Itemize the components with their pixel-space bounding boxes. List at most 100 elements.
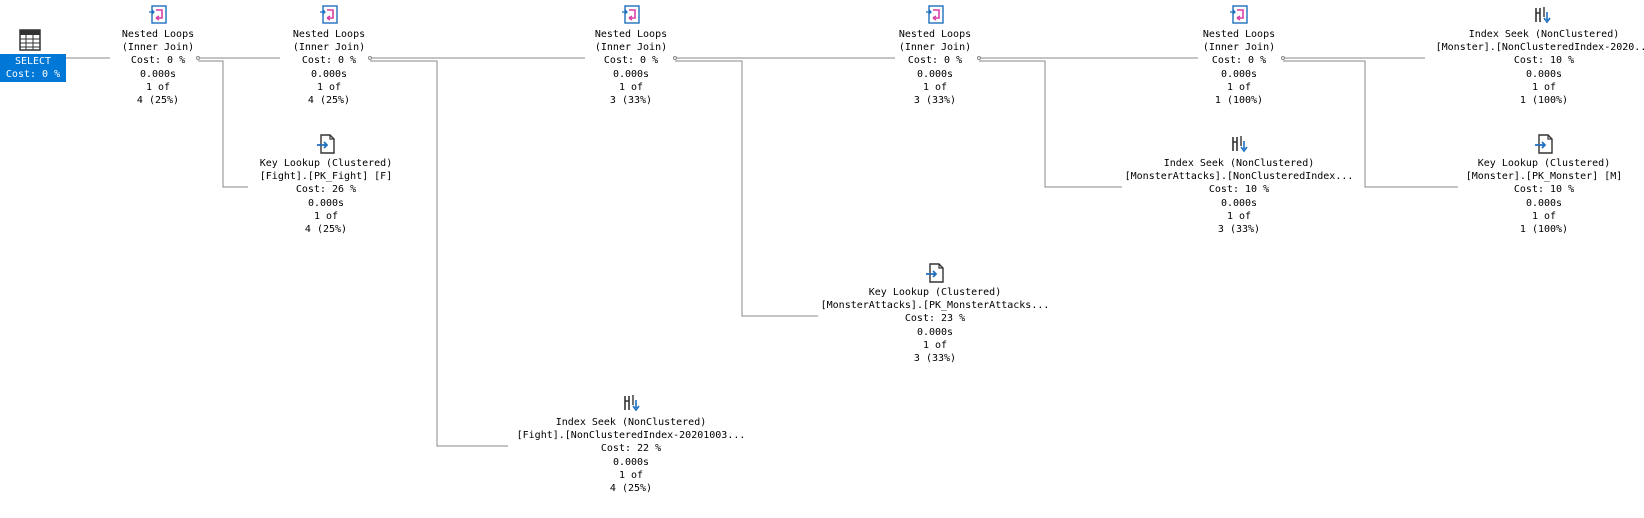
edge-joint — [977, 56, 981, 60]
node-rows: 1 of — [145, 81, 171, 93]
node-op: Nested Loops — [594, 29, 668, 40]
node-cost: Cost: 0 % — [907, 55, 963, 67]
node-detail: (Inner Join) — [898, 42, 972, 54]
node-detail: [Fight].[PK_Fight] [F] — [259, 171, 393, 183]
node-rows: 1 of — [618, 469, 644, 481]
key-lookup-icon — [926, 263, 944, 283]
edge-joint — [1281, 56, 1285, 60]
node-rows: 1 of — [618, 81, 644, 93]
node-time: 0.000s — [612, 68, 650, 80]
node-estimate: 4 (25%) — [307, 95, 351, 107]
nested-loops-icon — [622, 5, 640, 24]
edge-nl5-kl-monster — [1283, 60, 1458, 188]
node-detail: (Inner Join) — [1202, 42, 1276, 54]
node-detail: [MonsterAttacks].[NonClusteredIndex... — [1124, 171, 1354, 183]
node-time: 0.000s — [139, 68, 177, 80]
node-op: Index Seek (NonClustered) — [555, 417, 707, 428]
select-node[interactable]: SELECT Cost: 0 % — [0, 28, 66, 82]
node-estimate: 1 (100%) — [1519, 95, 1569, 107]
nested-loops-icon — [320, 5, 338, 24]
key-lookup-fight-node[interactable]: Key Lookup (Clustered) [Fight].[PK_Fight… — [201, 133, 451, 236]
nested-loops-node-2[interactable]: Nested Loops (Inner Join) Cost: 0 % 0.00… — [204, 4, 454, 107]
node-estimate: 1 (100%) — [1519, 224, 1569, 236]
node-time: 0.000s — [1220, 68, 1258, 80]
node-op: Key Lookup (Clustered) — [1477, 158, 1611, 169]
node-cost: Cost: 0 % — [301, 55, 357, 67]
node-op: Key Lookup (Clustered) — [868, 287, 1002, 298]
node-estimate: 4 (25%) — [609, 483, 653, 495]
index-seek-monsterattacks-node[interactable]: Index Seek (NonClustered) [MonsterAttack… — [1114, 133, 1364, 236]
select-node-label: SELECT Cost: 0 % — [0, 54, 66, 82]
node-estimate: 4 (25%) — [304, 224, 348, 236]
edge-nl4-is-ma — [979, 60, 1122, 188]
index-seek-monster-node[interactable]: Index Seek (NonClustered) [Monster].[Non… — [1419, 4, 1644, 107]
edge-joint — [368, 56, 372, 60]
node-cost: Cost: 26 % — [295, 184, 357, 196]
node-detail: [Monster].[PK_Monster] [M] — [1465, 171, 1623, 183]
node-cost: Cost: 10 % — [1208, 184, 1270, 196]
node-rows: 1 of — [316, 81, 342, 93]
nested-loops-icon — [1230, 5, 1248, 24]
node-detail: [Fight].[NonClusteredIndex-20201003... — [516, 430, 746, 442]
node-op: Nested Loops — [292, 29, 366, 40]
node-rows: 1 of — [313, 210, 339, 222]
node-rows: 1 of — [1226, 210, 1252, 222]
node-time: 0.000s — [612, 456, 650, 468]
node-time: 0.000s — [1525, 197, 1563, 209]
node-detail: [MonsterAttacks].[PK_MonsterAttacks... — [820, 300, 1050, 312]
node-op: Key Lookup (Clustered) — [259, 158, 393, 169]
select-table-icon — [19, 29, 41, 51]
node-estimate: 3 (33%) — [913, 353, 957, 365]
node-op: Nested Loops — [121, 29, 195, 40]
index-seek-icon — [1535, 7, 1551, 24]
edge-nl1-kl-fight — [198, 60, 248, 188]
node-cost: Cost: 0 % — [1211, 55, 1267, 67]
node-rows: 1 of — [1531, 81, 1557, 93]
edge-nl3-kl-ma — [675, 60, 818, 317]
key-lookup-monster-node[interactable]: Key Lookup (Clustered) [Monster].[PK_Mon… — [1419, 133, 1644, 236]
node-op: Index Seek (NonClustered) — [1468, 29, 1620, 40]
edge-joint — [673, 56, 677, 60]
select-title: SELECT — [14, 56, 52, 67]
node-time: 0.000s — [1525, 68, 1563, 80]
node-cost: Cost: 0 % — [603, 55, 659, 67]
edge-joint — [196, 56, 200, 60]
index-seek-icon — [1232, 136, 1248, 153]
key-lookup-icon — [317, 134, 335, 154]
key-lookup-icon — [1535, 134, 1553, 154]
node-cost: Cost: 22 % — [600, 443, 662, 455]
nested-loops-icon — [149, 5, 167, 24]
edge-nl2-is-fight — [370, 60, 508, 447]
node-estimate: 3 (33%) — [1217, 224, 1261, 236]
nested-loops-icon — [926, 5, 944, 24]
node-op: Nested Loops — [1202, 29, 1276, 40]
node-cost: Cost: 10 % — [1513, 55, 1575, 67]
node-rows: 1 of — [1226, 81, 1252, 93]
node-rows: 1 of — [1531, 210, 1557, 222]
node-detail: [Monster].[NonClusteredIndex-2020... — [1435, 42, 1644, 54]
node-cost: Cost: 0 % — [130, 55, 186, 67]
index-seek-fight-node[interactable]: Index Seek (NonClustered) [Fight].[NonCl… — [506, 392, 756, 495]
nested-loops-node-4[interactable]: Nested Loops (Inner Join) Cost: 0 % 0.00… — [810, 4, 1060, 107]
node-estimate: 3 (33%) — [609, 95, 653, 107]
node-time: 0.000s — [1220, 197, 1258, 209]
nested-loops-node-1[interactable]: Nested Loops (Inner Join) Cost: 0 % 0.00… — [33, 4, 283, 107]
node-cost: Cost: 10 % — [1513, 184, 1575, 196]
node-detail: (Inner Join) — [594, 42, 668, 54]
node-cost: Cost: 23 % — [904, 313, 966, 325]
node-estimate: 3 (33%) — [913, 95, 957, 107]
nested-loops-node-5[interactable]: Nested Loops (Inner Join) Cost: 0 % 0.00… — [1114, 4, 1364, 107]
node-estimate: 4 (25%) — [136, 95, 180, 107]
node-detail: (Inner Join) — [121, 42, 195, 54]
key-lookup-monsterattacks-node[interactable]: Key Lookup (Clustered) [MonsterAttacks].… — [810, 262, 1060, 365]
node-detail: (Inner Join) — [292, 42, 366, 54]
node-time: 0.000s — [307, 197, 345, 209]
node-time: 0.000s — [310, 68, 348, 80]
node-time: 0.000s — [916, 68, 954, 80]
select-cost: Cost: 0 % — [5, 69, 61, 80]
node-op: Nested Loops — [898, 29, 972, 40]
node-op: Index Seek (NonClustered) — [1163, 158, 1315, 169]
nested-loops-node-3[interactable]: Nested Loops (Inner Join) Cost: 0 % 0.00… — [506, 4, 756, 107]
